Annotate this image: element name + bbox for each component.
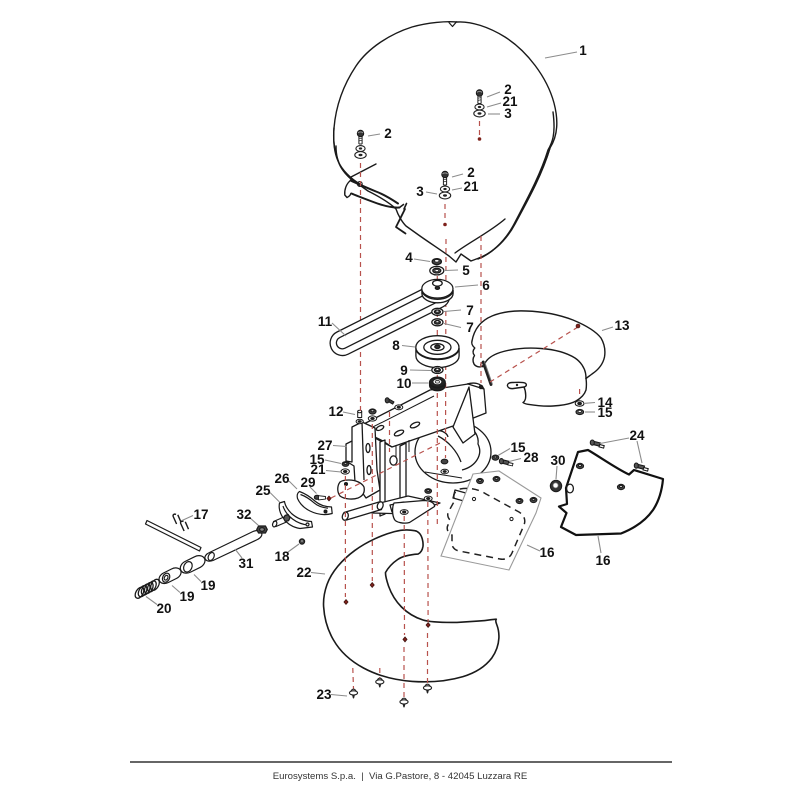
svg-text:19: 19 [179,589,194,604]
svg-text:31: 31 [238,556,254,571]
svg-text:26: 26 [274,471,290,486]
svg-text:14: 14 [597,395,613,410]
svg-text:29: 29 [300,475,315,490]
svg-text:22: 22 [296,565,311,580]
svg-text:24: 24 [629,428,645,443]
svg-text:27: 27 [317,438,332,453]
svg-text:21: 21 [310,462,326,477]
svg-text:17: 17 [193,507,208,522]
svg-text:2: 2 [384,126,392,141]
svg-text:4: 4 [405,250,413,265]
svg-text:8: 8 [392,338,400,353]
svg-text:2: 2 [467,165,475,180]
svg-text:2: 2 [504,82,512,97]
svg-text:20: 20 [156,601,171,616]
svg-text:9: 9 [400,363,408,378]
svg-text:16: 16 [539,545,555,560]
svg-text:19: 19 [200,578,215,593]
svg-text:7: 7 [466,303,474,318]
svg-text:12: 12 [328,404,343,419]
svg-text:23: 23 [316,687,332,702]
svg-text:7: 7 [466,320,474,335]
svg-text:6: 6 [482,278,490,293]
svg-text:3: 3 [416,184,424,199]
svg-text:3: 3 [504,106,512,121]
svg-text:21: 21 [463,179,479,194]
svg-text:15: 15 [597,405,613,420]
svg-text:18: 18 [274,549,290,564]
svg-text:21: 21 [502,94,518,109]
svg-text:10: 10 [396,376,411,391]
svg-text:32: 32 [236,507,251,522]
svg-text:11: 11 [318,314,333,329]
svg-text:16: 16 [595,553,611,568]
svg-text:13: 13 [614,318,630,333]
svg-text:1: 1 [579,43,587,58]
svg-text:15: 15 [309,452,325,467]
svg-text:25: 25 [255,483,271,498]
svg-text:5: 5 [462,263,470,278]
svg-text:30: 30 [550,453,565,468]
svg-text:Eurosystems S.p.a. | Via G.P: Eurosystems S.p.a. | Via G.Pastore, 8 - … [273,771,528,782]
svg-text:28: 28 [523,450,539,465]
svg-text:15: 15 [510,440,526,455]
